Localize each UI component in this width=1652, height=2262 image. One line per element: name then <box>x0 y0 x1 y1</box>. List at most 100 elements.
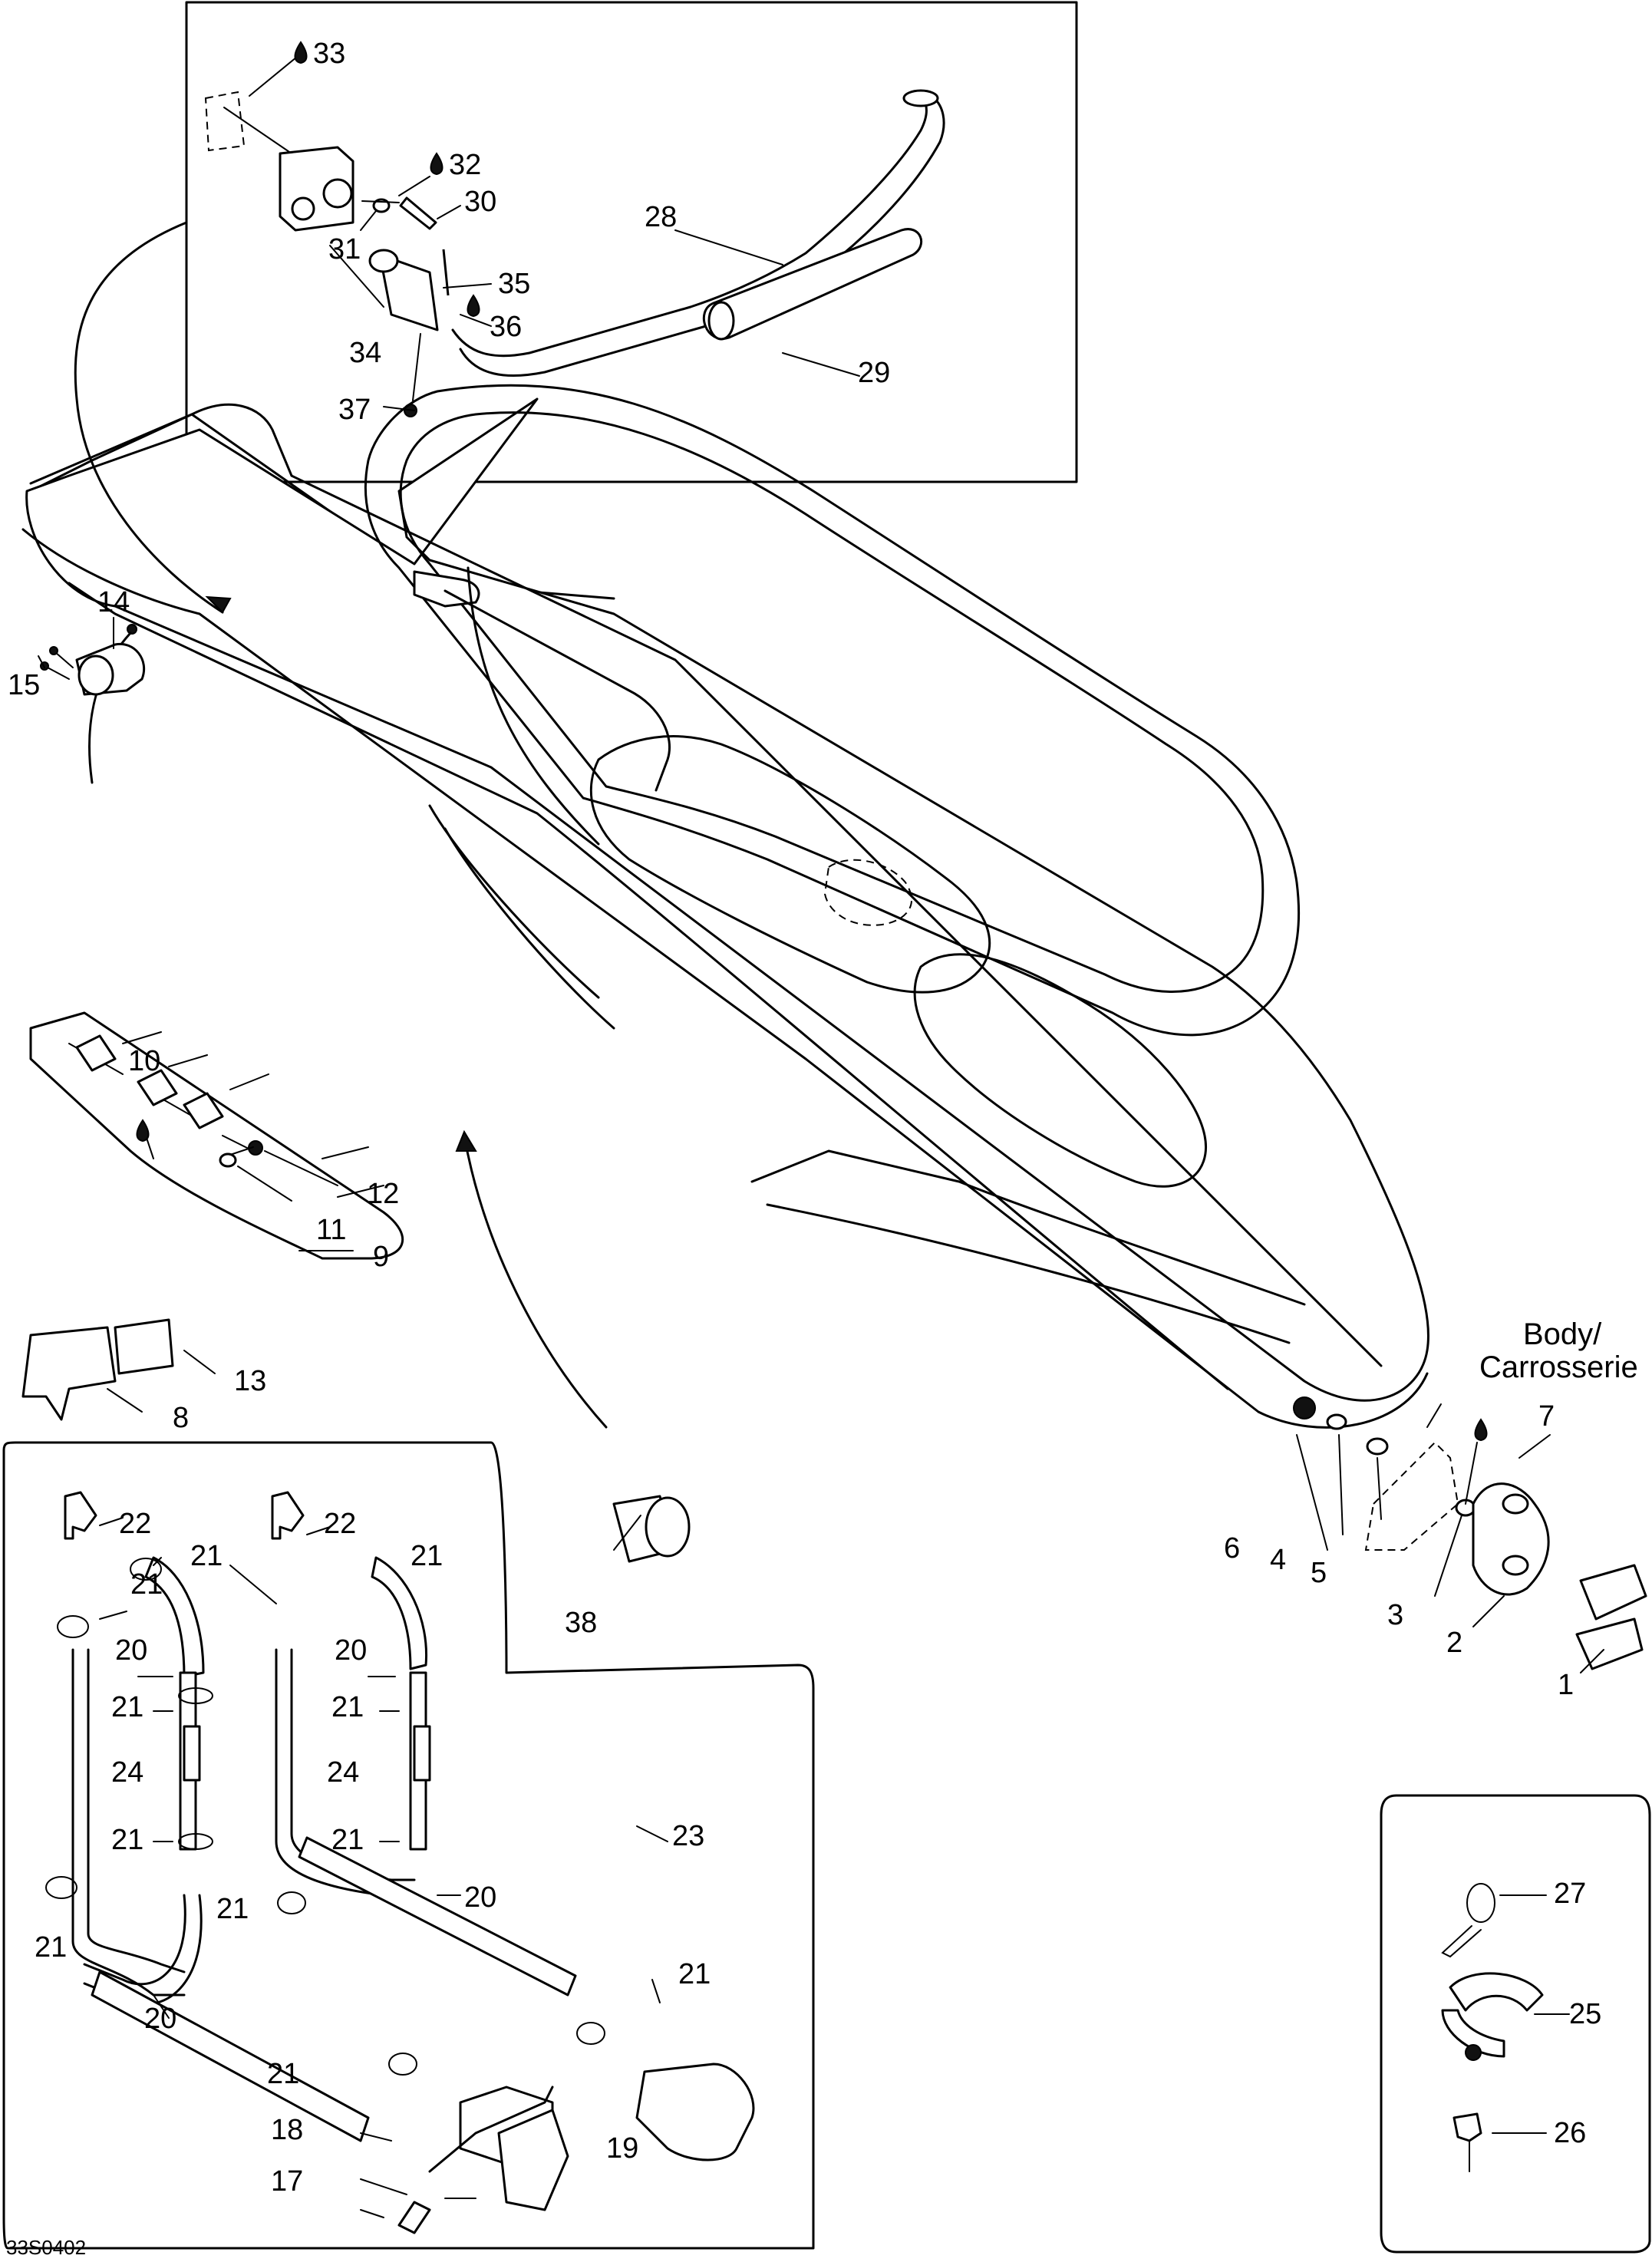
fastener-inset-frame <box>1380 1794 1651 2254</box>
callout-1: 1 <box>1558 1669 1574 1701</box>
callout-21a: 21 <box>190 1540 223 1572</box>
callout-34: 34 <box>349 337 381 369</box>
step-pad <box>114 1318 174 1375</box>
adhesive-drop-icon <box>294 41 308 64</box>
bracket-17 <box>397 2201 431 2234</box>
callout-2: 2 <box>1446 1627 1462 1659</box>
callout-3: 3 <box>1387 1599 1403 1631</box>
hose-20-lower-left <box>91 1970 370 2142</box>
handle-bar-inset-frame <box>185 1 1078 483</box>
callout-28: 28 <box>645 201 677 233</box>
reboarding-step-assembly <box>21 1011 404 1421</box>
callout-22a: 22 <box>119 1508 151 1540</box>
callout-21k: 21 <box>267 2058 299 2090</box>
callout-20b: 20 <box>335 1634 367 1667</box>
callout-11: 11 <box>316 1214 346 1246</box>
adhesive-drop-icon <box>430 152 444 176</box>
adhesive-drop-icon <box>467 294 480 318</box>
callout-30: 30 <box>464 186 496 218</box>
mount-cup <box>1472 1482 1550 1596</box>
deflector-leader-curve <box>463 1134 608 1429</box>
callout-19: 19 <box>606 2132 638 2165</box>
callout-21c: 21 <box>130 1568 163 1601</box>
nut-6 <box>1293 1396 1316 1420</box>
handle-bar-inset <box>185 1 1078 483</box>
fitting-left <box>64 1491 97 1540</box>
callout-5: 5 <box>1311 1557 1327 1589</box>
callout-9: 9 <box>373 1241 389 1273</box>
callout-24b: 24 <box>327 1756 359 1789</box>
callout-6: 6 <box>1224 1532 1240 1565</box>
callout-38: 38 <box>565 1607 597 1639</box>
callout-21e: 21 <box>331 1691 364 1723</box>
hose-inset <box>2 1441 815 2250</box>
callout-20d: 20 <box>144 2003 176 2035</box>
callout-22b: 22 <box>324 1508 356 1540</box>
seat-hidden-outline <box>823 859 913 926</box>
callout-21g: 21 <box>331 1824 364 1856</box>
callout-17: 17 <box>271 2165 303 2198</box>
callout-33: 33 <box>313 38 345 70</box>
vent-valve-right <box>635 2063 755 2161</box>
screw <box>399 196 437 230</box>
filter-left <box>183 1725 201 1782</box>
callout-4: 4 <box>1270 1544 1286 1576</box>
screw-26 <box>1453 2112 1482 2142</box>
washer-5 <box>1366 1437 1389 1456</box>
callout-20c: 20 <box>464 1881 496 1914</box>
attachment-point <box>127 624 137 635</box>
callout-21j: 21 <box>678 1958 711 1990</box>
mirror-mount-assembly <box>1293 1396 1647 1670</box>
callout-15: 15 <box>8 669 40 701</box>
pivot-fitting <box>378 253 439 331</box>
fitting-right <box>271 1491 305 1540</box>
callout-36: 36 <box>490 311 522 343</box>
callout-10: 10 <box>128 1045 160 1077</box>
tank-body <box>497 2109 569 2211</box>
inset-leader-curve <box>74 221 224 614</box>
adhesive-drop-icon <box>1474 1418 1488 1442</box>
screw-1a <box>1579 1564 1647 1621</box>
callout-7: 7 <box>1538 1400 1555 1433</box>
side-panel <box>29 1011 404 1260</box>
callout-29: 29 <box>858 357 890 389</box>
seat <box>589 735 991 994</box>
tow-hook-assembly <box>40 642 146 696</box>
figure-code: 33S0402 <box>6 2236 86 2259</box>
hose-20-lower-right <box>298 1836 577 1997</box>
seat-deck <box>364 384 1301 1037</box>
callout-27: 27 <box>1554 1878 1586 1910</box>
callout-25: 25 <box>1569 1998 1601 2030</box>
fastener-inset <box>1380 1794 1651 2254</box>
adhesive-drop-icon <box>136 1119 150 1143</box>
callout-12: 12 <box>367 1178 399 1210</box>
hose-20-upper-right <box>371 1556 428 1670</box>
callout-35: 35 <box>498 268 530 300</box>
hull-outline <box>25 397 1430 1402</box>
screw-1b <box>1575 1617 1644 1670</box>
callout-26: 26 <box>1554 2117 1586 2149</box>
callout-13: 13 <box>234 1365 266 1397</box>
hose-inset-frame <box>2 1441 815 2250</box>
body-note-line2: Carrosserie <box>1479 1350 1638 1384</box>
callout-labels: 33 32 30 31 28 35 36 34 29 37 14 15 10 1… <box>6 38 1638 2259</box>
handlebar-grip-left <box>413 570 480 608</box>
callout-24a: 24 <box>111 1756 143 1789</box>
step-bracket <box>21 1326 117 1421</box>
callout-21b: 21 <box>411 1540 443 1572</box>
callout-32: 32 <box>449 149 481 181</box>
callout-8: 8 <box>173 1402 189 1434</box>
callout-20a: 20 <box>115 1634 147 1667</box>
callout-21d: 21 <box>111 1691 143 1723</box>
callout-18: 18 <box>271 2114 303 2146</box>
body-note-line1: Body/ <box>1523 1317 1602 1351</box>
callout-21i: 21 <box>35 1931 67 1964</box>
callout-37: 37 <box>338 394 371 426</box>
body-mount-outline <box>1364 1441 1459 1551</box>
handle-bar <box>451 91 928 358</box>
leader-lines <box>38 53 1604 2218</box>
callout-31: 31 <box>328 233 361 265</box>
washer-4 <box>1326 1413 1347 1430</box>
filter-right <box>413 1725 431 1782</box>
